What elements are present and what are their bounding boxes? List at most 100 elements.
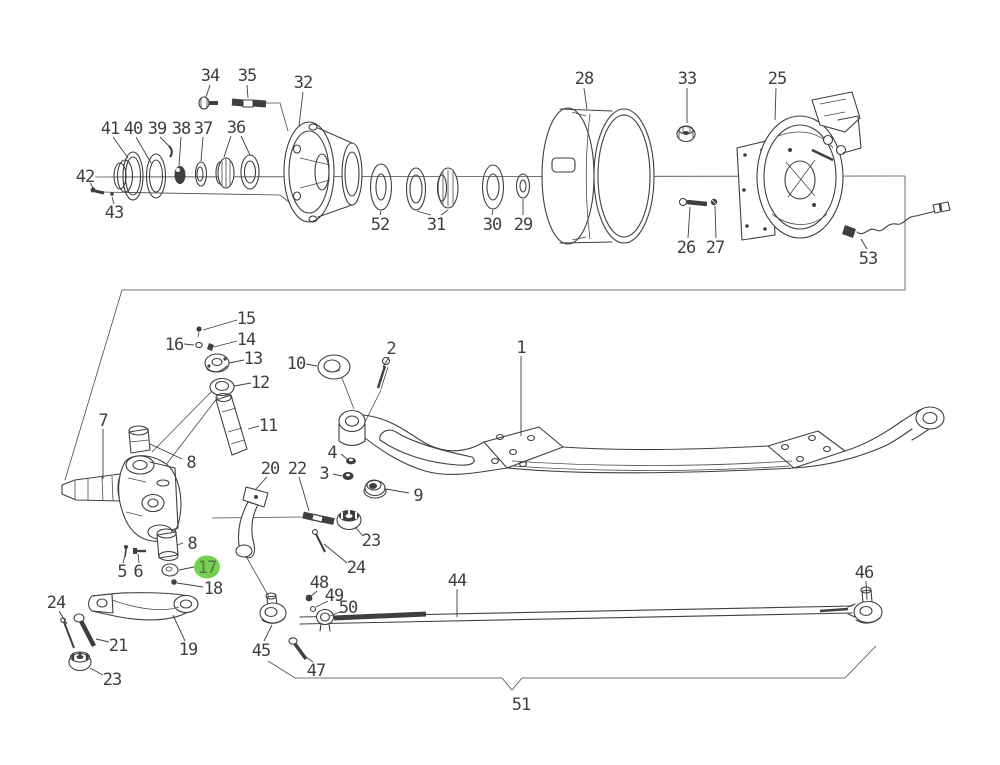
leader-line-5 (122, 555, 126, 564)
washer-4 (346, 457, 356, 465)
part-label-16-23: 16 (165, 335, 184, 355)
part-label-28-3: 28 (575, 69, 594, 89)
leader-line-35 (246, 84, 249, 99)
part-label-3-34: 3 (319, 464, 328, 484)
part-label-2-28: 2 (386, 339, 395, 359)
part-label-12-25: 12 (251, 373, 269, 393)
leader-line-28 (583, 87, 588, 110)
leader-line-19 (172, 614, 186, 642)
part-label-23-47: 23 (103, 670, 121, 690)
leader-line-12 (233, 382, 252, 387)
leader-line-45 (263, 624, 273, 642)
part-label-6-41: 6 (133, 562, 143, 582)
steering-knuckle-7 (61, 455, 182, 542)
part-label-8-31: 8 (186, 453, 196, 473)
leader-line-37 (200, 136, 204, 162)
brake-drum-28 (541, 107, 655, 245)
part-label-7-30: 7 (98, 411, 107, 431)
part-label-20-36: 20 (261, 459, 280, 479)
part-label-45-48: 45 (252, 641, 270, 661)
part-label-11-26: 11 (259, 416, 278, 436)
part-label-40-7: 40 (124, 119, 143, 139)
leader-line-27 (714, 205, 717, 239)
leader-line-2 (382, 356, 390, 368)
bolt-34 (198, 96, 218, 110)
part-label-5-40: 5 (117, 562, 126, 582)
seal-17 (161, 563, 179, 577)
leader-line-53 (860, 238, 868, 250)
part-label-47-49: 47 (307, 661, 325, 681)
stud-35 (231, 98, 267, 108)
part-label-52-14: 52 (371, 215, 389, 235)
part-label-50-52: 50 (339, 598, 358, 618)
washer-37 (194, 161, 208, 187)
oil-seal-30 (481, 164, 505, 210)
leader-line-16 (183, 343, 195, 346)
leader-line-23 (89, 667, 104, 676)
part-label-15-21: 15 (237, 309, 255, 329)
bolt-21 (73, 613, 96, 648)
leader-line-50 (329, 611, 341, 617)
part-label-53-20: 53 (859, 249, 877, 269)
leader-line-38 (178, 136, 182, 167)
part-label-49-51: 49 (325, 586, 344, 606)
part-label-48-50: 48 (310, 573, 329, 593)
clamp-parts-48-49-50 (305, 594, 335, 632)
part-label-51-55: 51 (512, 695, 531, 715)
part-label-18-43: 18 (204, 579, 223, 599)
nut-27 (710, 198, 718, 206)
leader-line-52 (379, 210, 382, 216)
leader-line-3 (332, 473, 343, 477)
leader-line-36 (223, 135, 232, 158)
hub-cap-41 (113, 151, 144, 201)
leader-line-41 (112, 136, 129, 159)
leader-line-39 (159, 136, 171, 148)
leader-line-15 (202, 319, 238, 331)
tie-rod-end-46 (847, 586, 883, 624)
part-label-32-2: 32 (294, 73, 312, 93)
bolt-22 (302, 511, 335, 525)
leader-line-31 (440, 209, 449, 216)
leader-line-13 (228, 359, 245, 364)
leader-line-25 (774, 87, 777, 121)
part-label-34-0: 34 (201, 66, 220, 86)
leader-line-34 (205, 84, 211, 98)
part-label-31-15: 31 (427, 215, 446, 235)
cotter-pin-2 (376, 356, 391, 390)
part-label-25-5: 25 (768, 69, 786, 89)
bolt-26 (678, 197, 708, 207)
bushing-8-lower (156, 528, 179, 562)
leader-line-20 (254, 476, 268, 491)
ring-29 (515, 173, 531, 199)
leader-line-11 (247, 425, 260, 430)
leader-line-42 (89, 182, 95, 190)
leader-line-4 (340, 453, 348, 460)
clamp-bolt-47 (288, 637, 308, 661)
part-label-21-45: 21 (109, 636, 128, 656)
part-label-33-4: 33 (678, 69, 696, 89)
part-label-22-37: 22 (288, 459, 306, 479)
part-label-10-27: 10 (287, 354, 306, 374)
part-label-13-24: 13 (244, 349, 262, 369)
leader-line-23 (354, 526, 364, 537)
part-label-24-46: 24 (47, 593, 66, 613)
highlight-circle (194, 555, 220, 579)
leader-line-14 (213, 340, 238, 348)
leader-line-17 (178, 566, 195, 571)
leader-line-24 (58, 610, 68, 625)
lock-washer-38 (174, 166, 186, 184)
leader-line-22 (298, 476, 310, 512)
part-label-37-10: 37 (194, 119, 212, 139)
kingpin-nut-9 (363, 479, 387, 499)
leader-line-47 (302, 654, 314, 663)
thrust-washer-10 (317, 354, 351, 380)
castle-nut-23-mid (336, 509, 362, 531)
brake-assembly-25 (736, 91, 862, 241)
leader-line-49 (315, 600, 329, 608)
part-label-29-17: 29 (514, 215, 533, 235)
leader-line-18 (176, 582, 204, 588)
bearing-36 (215, 154, 260, 190)
leader-line-9 (385, 488, 410, 494)
part-label-27-19: 27 (706, 238, 724, 258)
